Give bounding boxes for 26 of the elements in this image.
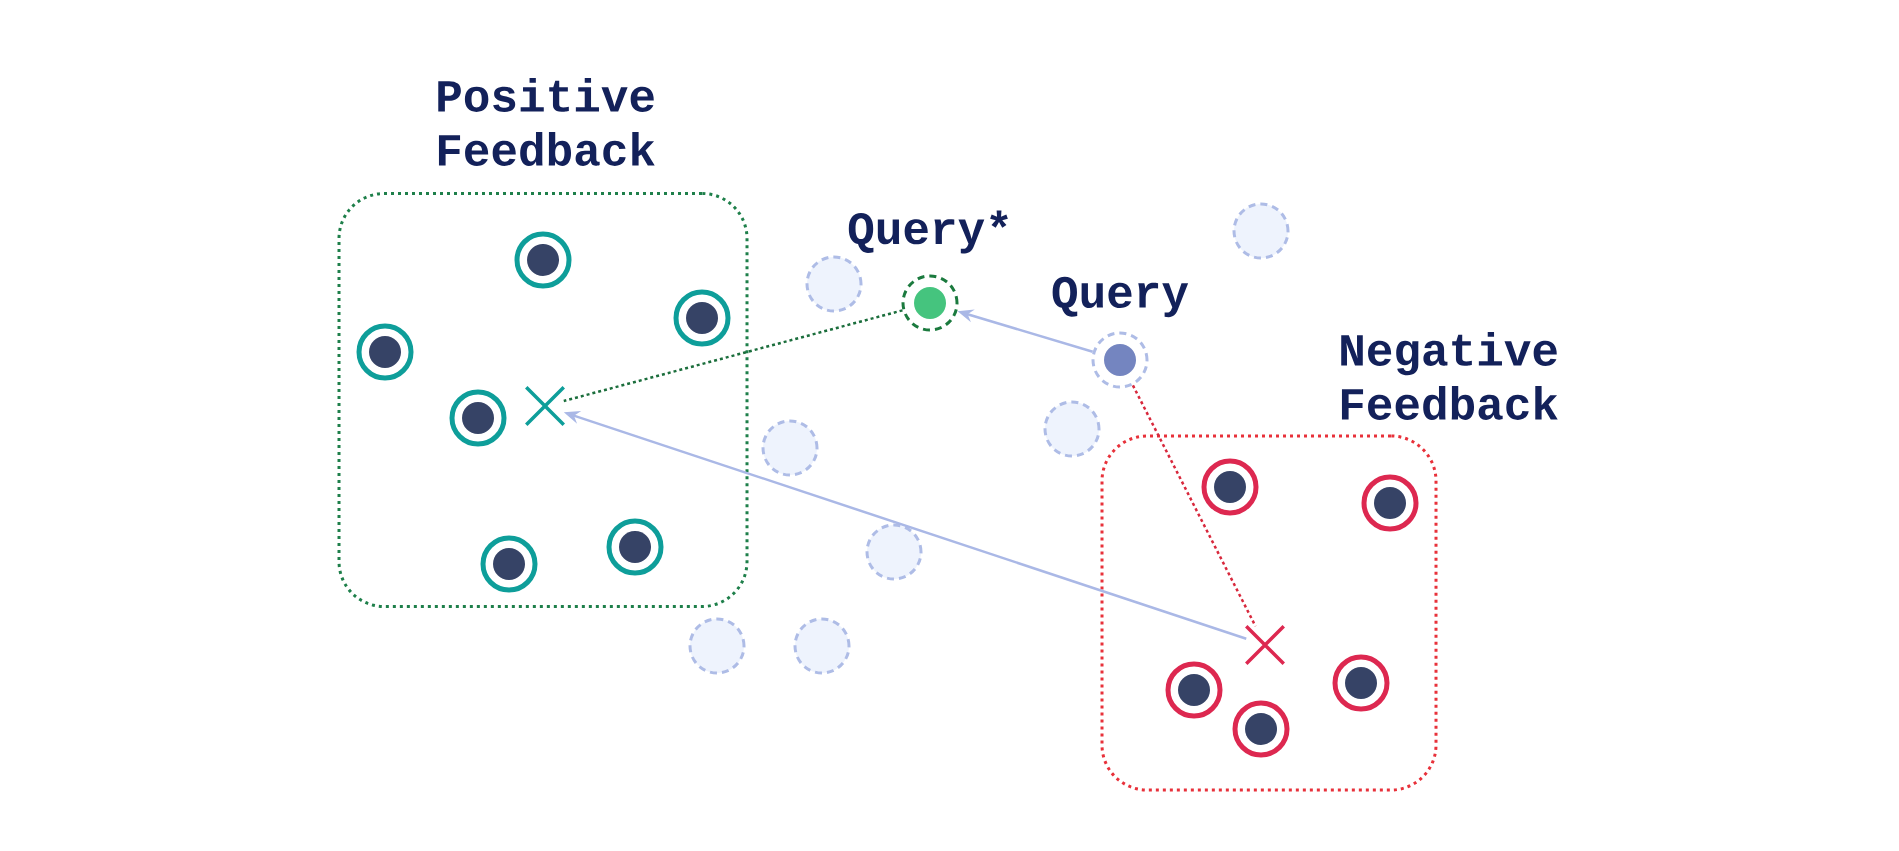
group-heading: Negative Feedback [1341,332,1558,420]
faded-point [761,419,819,477]
faded-point [1043,400,1101,458]
ringed-point [606,518,664,576]
dotted-line [563,309,903,403]
faded-point [805,255,863,313]
ringed-point [673,289,731,347]
faded-point [865,523,923,581]
ringed-point [1361,474,1419,532]
faded-point [688,617,746,675]
ringed-point [480,535,538,593]
centroid-cross [1244,624,1286,666]
ringed-point [1201,458,1259,516]
ringed-point [1332,654,1390,712]
point-label: Query [1052,276,1189,318]
dotted-line [1131,384,1257,627]
centroid-cross [524,385,566,427]
faded-point [1232,202,1290,260]
ringed-point [449,389,507,447]
ringed-point [1165,661,1223,719]
faded-point [793,617,851,675]
ringed-point [514,231,572,289]
ringed-point [1232,700,1290,758]
ringed-point [356,323,414,381]
group-heading: Positive Feedback [438,78,655,166]
point-label: Query* [848,210,1008,254]
